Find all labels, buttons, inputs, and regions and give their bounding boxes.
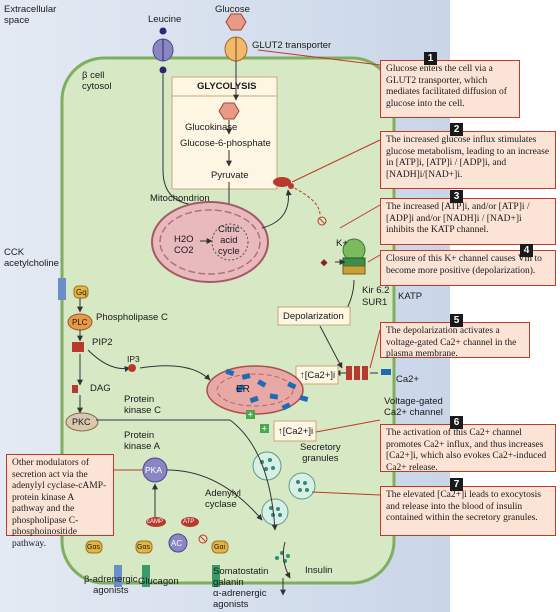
cck-label: CCK acetylcholine <box>4 247 59 269</box>
sur1-label: SUR1 <box>362 297 388 308</box>
camp-molecule <box>146 517 166 527</box>
gq-protein <box>73 285 89 299</box>
gq-label: Gq <box>76 288 87 297</box>
kplus-marker <box>320 259 328 267</box>
camp-label: cAMP <box>147 519 164 525</box>
plus-box-1 <box>246 410 255 419</box>
ca-cytosol-label: ↑[Ca2+]i <box>278 426 314 437</box>
somatostatin-label: Somatostatin galanin α-adrenergic agonis… <box>213 566 269 610</box>
beta-cell <box>60 56 396 585</box>
modulators-note-box: Other modulators of secretion act via th… <box>6 454 114 549</box>
glucose-label: Glucose <box>215 4 250 15</box>
pyruvate-label: Pyruvate <box>211 170 249 181</box>
secretory-label: Secretory granules <box>300 442 341 464</box>
glucose-extracellular-hexagon <box>225 13 247 31</box>
pip2-molecule <box>72 342 84 352</box>
glucagon-label: Glucagon <box>138 576 179 587</box>
plus-label-1: + <box>248 410 253 419</box>
citric-acid-label: Citric acid cycle <box>218 224 240 257</box>
beta-adrenergic-label: β-adrenergic agonists <box>84 574 138 596</box>
leucine-molecule <box>159 27 167 35</box>
inhibit-symbol <box>317 216 327 226</box>
pkc-full-label: Protein kinase C <box>124 394 161 416</box>
step-4-number: 4 <box>520 244 533 257</box>
vgcc-label: Voltage-gated Ca2+ channel <box>384 396 443 418</box>
depolarization-label: Depolarization <box>283 311 344 322</box>
glycolysis-label: GLYCOLYSIS <box>197 81 257 92</box>
ca-er-label: ↑[Ca2+]i <box>300 370 336 381</box>
insulin-label: Insulin <box>305 565 333 576</box>
adenylyl-cyclase-node <box>168 533 188 553</box>
bottom-receptors <box>114 565 220 587</box>
h2o-co2-label: H2O CO2 <box>174 234 194 256</box>
plus-label-2: + <box>262 424 267 433</box>
dag-label: DAG <box>90 383 111 394</box>
atp-label: ATP <box>183 519 195 525</box>
atp-small <box>181 517 199 527</box>
ip3-label: IP3 <box>127 354 140 364</box>
callout-lines <box>113 49 381 496</box>
plc-label: PLC <box>72 318 88 327</box>
leucine-label: Leucine <box>148 14 182 25</box>
step-3-box: The increased [ATP]i, and/or [ATP]i / [A… <box>380 198 556 245</box>
ac-label: AC <box>171 539 183 548</box>
glut2-label: GLUT2 transporter <box>252 40 332 51</box>
kir-label: Kir 6.2 <box>362 285 390 296</box>
pka-label: PKA <box>145 465 163 475</box>
mitochondrion-label: Mitochondrion <box>150 193 210 204</box>
dag-molecule <box>72 385 78 393</box>
gas1-label: Gαs <box>87 544 100 551</box>
step-6-number: 6 <box>450 416 463 429</box>
ca-box-er <box>295 365 339 385</box>
bcell-label: β cell cytosol <box>82 70 112 92</box>
er-label: ER <box>236 384 250 395</box>
pip2-label: PIP2 <box>92 337 113 348</box>
step-1-number: 1 <box>424 52 437 65</box>
step-3-number: 3 <box>450 190 463 203</box>
depolarization-box <box>277 306 351 326</box>
ca-ions <box>225 368 309 411</box>
gq-receptor <box>58 278 66 300</box>
voltage-gated-ca-channel <box>346 366 368 380</box>
mitochondrion <box>151 201 269 283</box>
g-proteins <box>85 540 229 554</box>
pka-full-label: Protein kinase A <box>124 430 160 452</box>
kplus-label: K+ <box>336 238 348 249</box>
ca2plus-label: Ca2+ <box>396 374 419 385</box>
plus-box-2 <box>260 424 269 433</box>
adenylyl-label: Adenylyl cyclase <box>205 488 241 510</box>
step-5-number: 5 <box>450 314 463 327</box>
pkc-node <box>65 412 99 432</box>
step-2-box: The increased glucose influx stimulates … <box>380 131 556 189</box>
ca-ion-outside <box>381 369 391 375</box>
g6p-label: Glucose-6-phosphate <box>180 138 271 149</box>
step-1-box: Glucose enters the cell via a GLUT2 tran… <box>380 60 520 118</box>
glucokinase-label: Glucokinase <box>185 122 238 133</box>
step-2-number: 2 <box>450 123 463 136</box>
step-6-box: The activation of this Ca2+ channel prom… <box>380 424 556 473</box>
gai-label: Gαi <box>214 544 226 551</box>
step-7-number: 7 <box>450 478 463 491</box>
katp-channel <box>342 238 366 275</box>
katp-label: KATP <box>398 291 423 302</box>
extracellular-label: Extracellular space <box>4 4 57 26</box>
gas2-label: Gαs <box>137 544 150 551</box>
ip3-molecule <box>128 364 136 372</box>
phospholipase-label: Phospholipase C <box>96 312 168 323</box>
step-7-box: The elevated [Ca2+]i leads to exocytosis… <box>380 486 556 536</box>
pkc-label: PKC <box>72 417 91 427</box>
step-5-box: The depolarization activates a voltage-g… <box>380 322 530 359</box>
ca-box-cytosol <box>273 420 317 442</box>
glucose-hexagon <box>218 102 240 120</box>
